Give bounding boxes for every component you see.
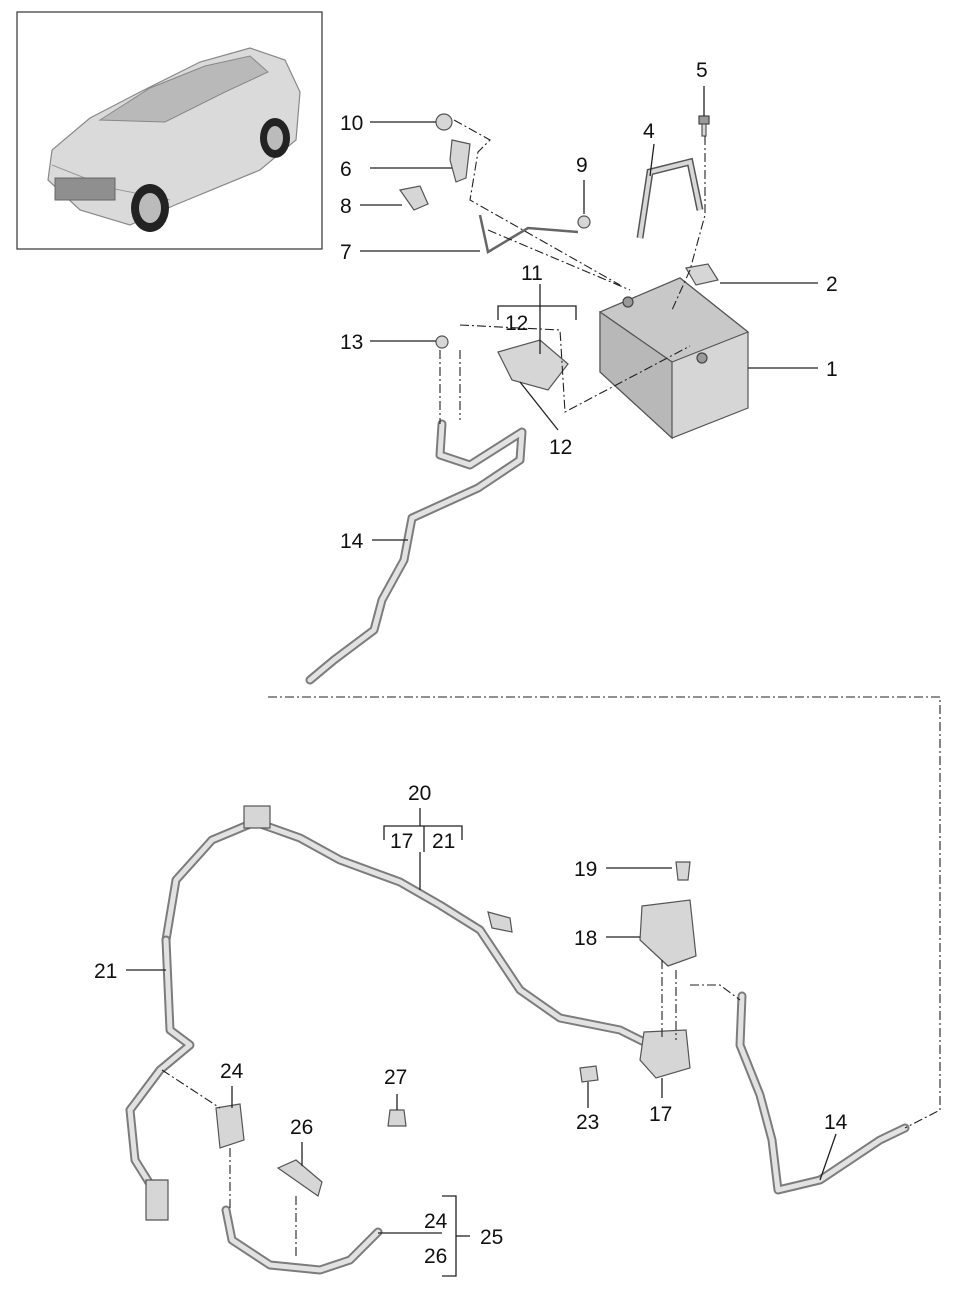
sensor-part-12 <box>497 339 569 391</box>
callout-20: 20 <box>408 782 431 805</box>
vehicle-thumbnail <box>16 11 323 250</box>
callout-26: 26 <box>290 1116 313 1139</box>
cable-part-14-lower <box>735 991 910 1195</box>
callout-8: 8 <box>340 195 352 218</box>
bracket-part-24 <box>215 1103 245 1149</box>
callout-7: 7 <box>340 241 352 264</box>
clip-part-8 <box>398 185 429 211</box>
callout-23: 23 <box>576 1111 599 1134</box>
callout-20-sub-21: 21 <box>432 830 455 853</box>
callout-1: 1 <box>826 358 838 381</box>
cable-part-14-upper <box>305 419 527 685</box>
wiring-harness-part-20 <box>125 805 655 1221</box>
nut-part-23 <box>579 1065 599 1083</box>
suv-vehicle-icon <box>47 47 301 232</box>
bracket-part-6 <box>449 139 471 183</box>
callout-18: 18 <box>574 927 597 950</box>
leader-lines <box>126 86 837 1234</box>
callout-12: 12 <box>549 436 572 459</box>
nut-part-27 <box>387 1109 407 1127</box>
callout-25: 25 <box>480 1226 503 1249</box>
callout-14-lower: 14 <box>824 1111 848 1134</box>
callout-25-sub-24: 24 <box>424 1210 448 1233</box>
callout-13: 13 <box>340 331 363 354</box>
bracket-part-17 <box>639 1029 691 1079</box>
callout-27: 27 <box>384 1066 407 1089</box>
wire-part-7 <box>478 214 579 254</box>
grommet-part-9 <box>577 215 591 229</box>
callout-6: 6 <box>340 158 352 181</box>
battery-part <box>598 277 750 440</box>
nut-part-13 <box>435 335 449 349</box>
bracket-part-26 <box>276 1159 323 1197</box>
callout-17: 17 <box>649 1103 672 1126</box>
cable-part-25 <box>221 1205 383 1275</box>
callout-14-upper: 14 <box>340 530 364 553</box>
callout-10: 10 <box>340 112 363 135</box>
callout-25-sub-26: 26 <box>424 1245 447 1268</box>
pad-part <box>685 263 719 286</box>
bolt-part <box>698 115 710 137</box>
callout-9: 9 <box>576 154 588 177</box>
nut-part-10 <box>435 113 453 131</box>
callout-labels: 1 2 4 5 6 7 8 9 10 11 12 12 13 14 20 17 … <box>94 59 848 1268</box>
assembly-lines <box>161 119 941 1258</box>
callout-19: 19 <box>574 858 597 881</box>
fuse-box-part-18 <box>639 899 697 967</box>
callout-4: 4 <box>643 120 655 143</box>
callout-11-sub-12: 12 <box>505 312 528 335</box>
callout-5: 5 <box>696 59 708 82</box>
callout-2: 2 <box>826 273 838 296</box>
callout-21: 21 <box>94 960 117 983</box>
callout-20-sub-17: 17 <box>390 830 413 853</box>
callout-11: 11 <box>521 262 543 285</box>
label-brackets <box>383 284 577 1277</box>
callout-24: 24 <box>220 1060 244 1083</box>
cap-part-19 <box>675 861 691 881</box>
